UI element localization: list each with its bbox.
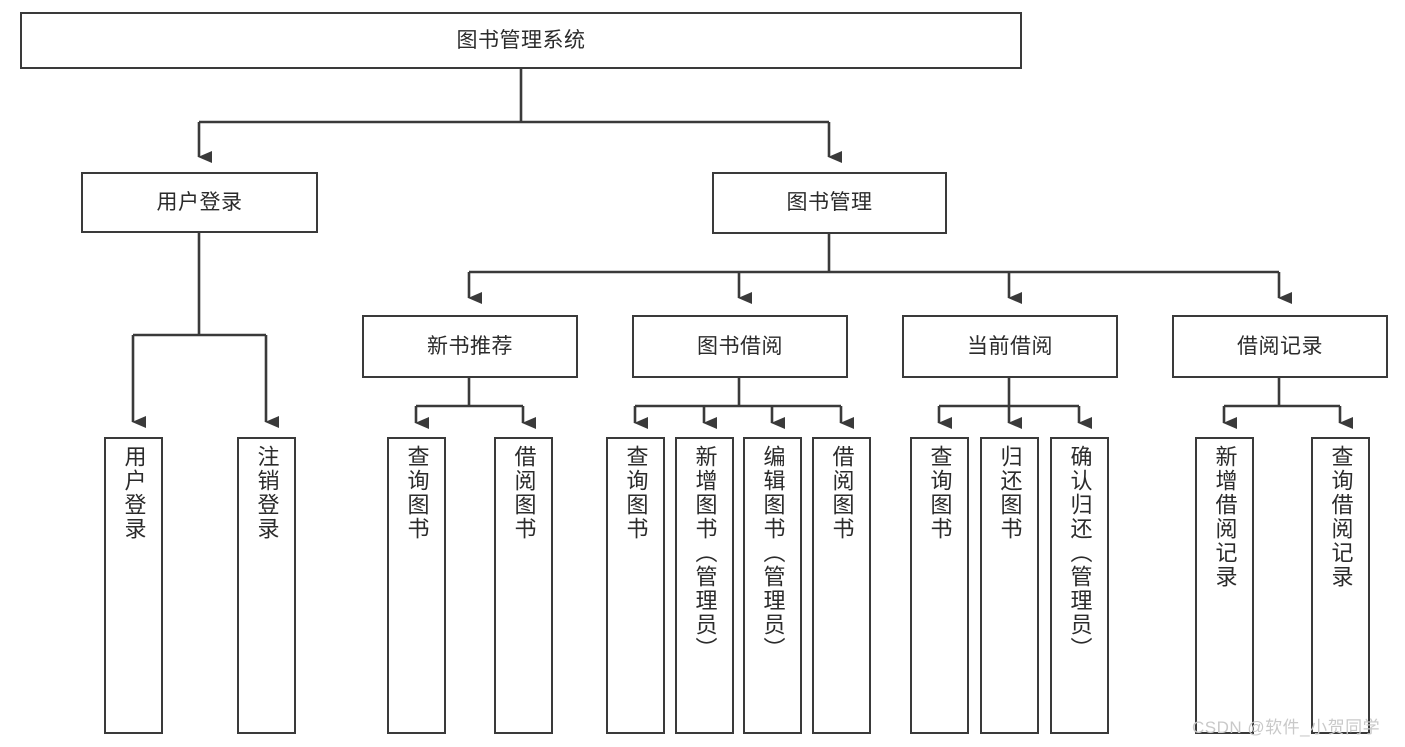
node-new-book-recommend[interactable]: 新书推荐 (362, 315, 578, 378)
leaf-logout-label: 注销登录 (254, 445, 280, 541)
node-book-borrow-label: 图书借阅 (697, 334, 783, 358)
node-book-management[interactable]: 图书管理 (712, 172, 947, 234)
node-book-management-label: 图书管理 (786, 191, 873, 215)
leaf-query-book-recommend[interactable]: 查询图书 (387, 437, 446, 734)
csdn-watermark: CSDN @软件_小贺同学 (1192, 718, 1381, 737)
node-current-borrow-label: 当前借阅 (967, 334, 1053, 358)
leaf-user-login[interactable]: 用户登录 (104, 437, 163, 734)
leaf-query-book-borrow[interactable]: 查询图书 (606, 437, 665, 734)
node-user-login[interactable]: 用户登录 (81, 172, 318, 233)
leaf-confirm-return-admin[interactable]: 确认归还（管理员） (1050, 437, 1109, 734)
leaf-add-borrow-record-label: 新增借阅记录 (1212, 445, 1238, 589)
leaf-query-borrow-record[interactable]: 查询借阅记录 (1311, 437, 1370, 734)
leaf-query-book-borrow-label: 查询图书 (623, 445, 649, 541)
node-book-borrow[interactable]: 图书借阅 (632, 315, 848, 378)
leaf-borrow-book-label: 借阅图书 (829, 445, 855, 541)
node-borrow-record-label: 借阅记录 (1237, 334, 1323, 358)
leaf-borrow-book-recommend[interactable]: 借阅图书 (494, 437, 553, 734)
leaf-query-book-current-label: 查询图书 (927, 445, 953, 541)
node-root[interactable]: 图书管理系统 (20, 12, 1022, 69)
node-root-label: 图书管理系统 (456, 28, 586, 52)
node-user-login-label: 用户登录 (156, 190, 243, 214)
node-current-borrow[interactable]: 当前借阅 (902, 315, 1118, 378)
leaf-add-book-admin[interactable]: 新增图书（管理员） (675, 437, 734, 734)
leaf-confirm-return-admin-label: 确认归还（管理员） (1067, 445, 1093, 661)
leaf-query-book-current[interactable]: 查询图书 (910, 437, 969, 734)
leaf-logout[interactable]: 注销登录 (237, 437, 296, 734)
leaf-borrow-book[interactable]: 借阅图书 (812, 437, 871, 734)
node-new-book-recommend-label: 新书推荐 (427, 334, 513, 358)
node-borrow-record[interactable]: 借阅记录 (1172, 315, 1388, 378)
leaf-query-borrow-record-label: 查询借阅记录 (1328, 445, 1354, 589)
leaf-return-book-label: 归还图书 (997, 445, 1023, 541)
leaf-borrow-book-recommend-label: 借阅图书 (511, 445, 537, 541)
leaf-add-borrow-record[interactable]: 新增借阅记录 (1195, 437, 1254, 734)
leaf-edit-book-admin[interactable]: 编辑图书（管理员） (743, 437, 802, 734)
leaf-query-book-recommend-label: 查询图书 (404, 445, 430, 541)
leaf-edit-book-admin-label: 编辑图书（管理员） (760, 445, 786, 661)
leaf-return-book[interactable]: 归还图书 (980, 437, 1039, 734)
leaf-user-login-label: 用户登录 (121, 445, 147, 541)
leaf-add-book-admin-label: 新增图书（管理员） (692, 445, 718, 661)
